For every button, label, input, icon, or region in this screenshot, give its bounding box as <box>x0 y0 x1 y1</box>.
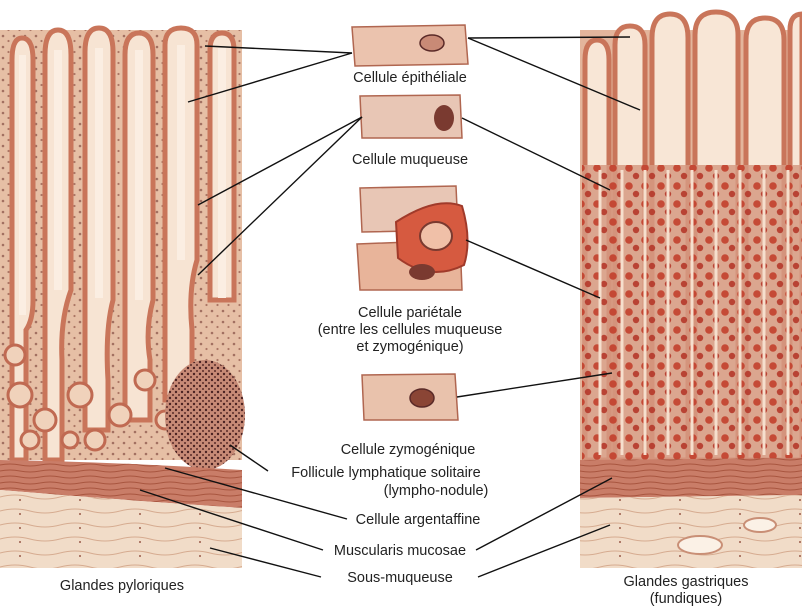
epithelial-cell-illustration <box>352 25 468 66</box>
label-mucous-cell: Cellule muqueuse <box>352 152 468 168</box>
label-submucosa: Sous-muqueuse <box>347 570 453 586</box>
label-parietal-cell-note-2: et zymogénique) <box>356 339 463 355</box>
label-lympho-nodule: (lympho-nodule) <box>384 483 489 499</box>
mucous-cell-illustration <box>360 95 462 138</box>
parietal-cell-illustration <box>357 186 468 290</box>
gastric-glands-panel <box>580 12 802 568</box>
label-pyloric-glands: Glandes pyloriques <box>60 578 184 594</box>
label-zymogenic-cell: Cellule zymogénique <box>341 442 476 458</box>
label-lymphatic-follicle: Follicule lymphatique solitaire <box>291 465 480 481</box>
label-parietal-cell: Cellule pariétale <box>358 305 462 321</box>
label-gastric-glands: Glandes gastriques <box>624 574 749 590</box>
label-muscularis-mucosae: Muscularis mucosae <box>334 543 466 559</box>
label-argentaffin-cell: Cellule argentaffine <box>356 512 481 528</box>
label-parietal-cell-note-1: (entre les cellules muqueuse <box>318 322 503 338</box>
label-epithelial-cell: Cellule épithéliale <box>353 70 467 86</box>
label-fundic: (fundiques) <box>650 591 723 607</box>
pyloric-glands-panel <box>0 28 245 568</box>
zymogenic-cell-illustration <box>362 374 458 420</box>
